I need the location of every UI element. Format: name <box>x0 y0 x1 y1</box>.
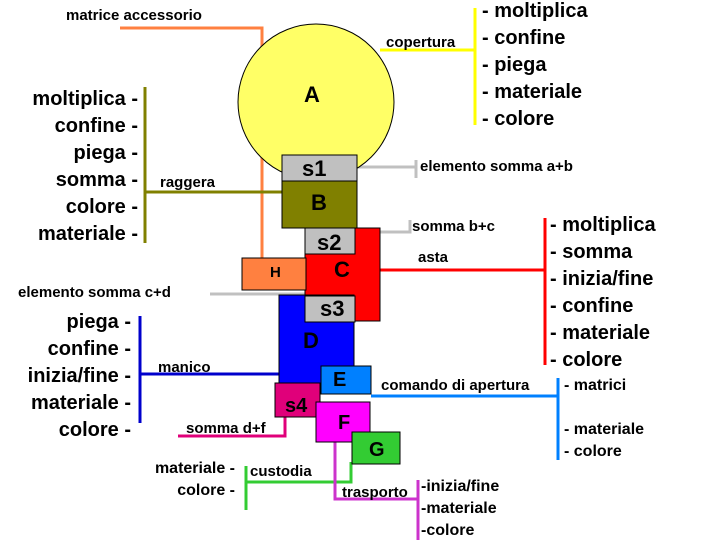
list-item: materiale - <box>37 223 138 245</box>
list-item: piega - <box>66 311 131 333</box>
list-comando-bottom: - materiale - colore <box>564 419 644 463</box>
list-item: - confine <box>550 295 634 317</box>
shape-s2-rect <box>304 227 356 255</box>
label-matrice-accessorio: matrice accessorio <box>66 7 202 24</box>
list-item: moltiplica - <box>32 88 138 110</box>
list-item: confine - <box>47 338 131 360</box>
list-raggera: moltiplica - confine - piega - somma - c… <box>32 86 138 248</box>
label-trasporto: trasporto <box>342 484 408 501</box>
connector-lines <box>120 8 560 540</box>
list-item: piega - <box>73 142 138 164</box>
list-item: - somma <box>550 241 633 263</box>
shapes <box>237 23 401 465</box>
matrice-line <box>120 26 264 262</box>
list-comando-top: - matrici <box>564 375 626 397</box>
label-somma-bc: somma b+c <box>412 218 495 235</box>
list-item: - moltiplica <box>550 214 656 236</box>
shape-s4-rect <box>274 382 321 418</box>
list-item: -materiale <box>421 500 497 517</box>
list-item: - moltiplica <box>482 0 588 22</box>
shape-s4-label: s4 <box>285 395 308 417</box>
label-custodia: custodia <box>250 463 312 480</box>
label-comando-di-apertura: comando di apertura <box>381 377 530 394</box>
list-manico: piega - confine - inizia/fine - material… <box>28 309 131 444</box>
list-item: - confine <box>482 27 566 49</box>
shape-F-label: F <box>338 412 351 434</box>
label-asta: asta <box>418 249 449 266</box>
list-item: inizia/fine - <box>27 365 131 387</box>
list-item: - colore <box>550 349 623 371</box>
shape-C-label: C <box>334 257 350 282</box>
list-item: confine - <box>54 115 138 137</box>
shape-G-rect <box>351 431 401 465</box>
list-item: - materiale <box>482 81 583 103</box>
label-somma-df: somma d+f <box>186 420 266 437</box>
list-item: colore - <box>65 196 138 218</box>
list-item: colore - <box>58 419 131 441</box>
shape-B-label: B <box>311 190 327 215</box>
list-item: - colore <box>564 443 622 460</box>
label-elemento-somma-cd: elemento somma c+d <box>18 284 171 301</box>
label-manico: manico <box>158 359 211 376</box>
label-raggera: raggera <box>160 174 216 191</box>
shape-D-label: D <box>303 328 319 353</box>
list-item: - materiale <box>564 421 645 438</box>
shape-H-label: H <box>270 264 281 281</box>
shape-s3-rect <box>304 295 356 323</box>
list-item: - materiale <box>550 322 651 344</box>
list-item: - piega <box>482 54 547 76</box>
shape-H-rect <box>241 257 307 291</box>
list-item: - colore <box>482 108 555 130</box>
label-elemento-somma-ab: elemento somma a+b <box>420 158 573 175</box>
shape-s2-label: s2 <box>317 230 342 255</box>
list-asta: - moltiplica - somma - inizia/fine - con… <box>550 212 656 374</box>
custodia-line-2 <box>246 462 353 484</box>
somma-df-line <box>178 416 287 438</box>
list-trasporto: -inizia/fine -materiale -colore <box>421 476 499 542</box>
shape-E-label: E <box>333 369 347 391</box>
trasporto-line <box>333 442 418 501</box>
list-item: somma - <box>55 169 138 191</box>
list-item: - inizia/fine <box>550 268 654 290</box>
list-item: materiale - <box>154 460 235 477</box>
shape-B-rect <box>281 179 358 229</box>
shape-s1-label: s1 <box>302 156 327 181</box>
list-item: -colore <box>421 522 475 539</box>
list-item: -inizia/fine <box>421 478 500 495</box>
list-item: - matrici <box>564 377 627 394</box>
shape-E-rect <box>320 365 372 395</box>
shape-A-label: A <box>304 82 320 107</box>
list-custodia: materiale - colore - <box>155 458 235 502</box>
label-copertura: copertura <box>386 34 456 51</box>
shape-s1-rect <box>281 154 358 182</box>
shape-G-label: G <box>369 439 385 461</box>
shape-s3-label: s3 <box>320 296 345 321</box>
list-item: colore - <box>177 482 235 499</box>
list-copertura: - moltiplica - confine - piega - materia… <box>482 0 588 133</box>
list-item: materiale - <box>30 392 131 414</box>
